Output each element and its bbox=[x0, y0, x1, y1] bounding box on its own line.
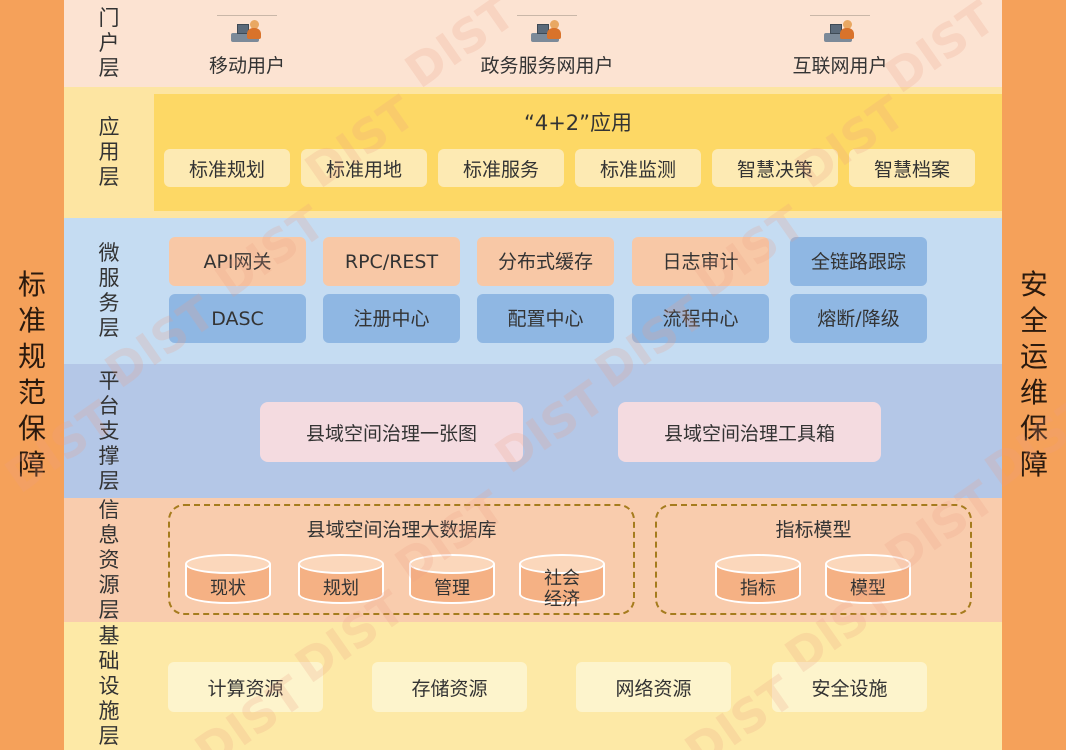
microservice-layer: 微服务层 API网关 RPC/REST 分布式缓存 日志审计 全链路跟踪 DAS… bbox=[64, 218, 1002, 364]
right-side-label: 安全运维保障 bbox=[1019, 268, 1048, 481]
app-item: 智慧决策 bbox=[712, 149, 838, 187]
infrastructure-item: 计算资源 bbox=[168, 662, 323, 712]
user-computer-icon bbox=[217, 10, 277, 48]
left-side-label: 标准规范保障 bbox=[17, 268, 46, 481]
database-cylinder: 管理 bbox=[409, 554, 495, 610]
portal-user-mobile: 移动用户 bbox=[177, 10, 317, 78]
big-database-group: 县域空间治理大数据库 现状 规划 管理 社会经济 bbox=[168, 504, 635, 615]
database-cylinder-label: 管理 bbox=[434, 578, 470, 599]
database-cylinder: 指标 bbox=[715, 554, 801, 610]
user-computer-icon bbox=[517, 10, 577, 48]
infrastructure-item: 存储资源 bbox=[372, 662, 527, 712]
database-cylinder-label: 规划 bbox=[323, 578, 359, 599]
application-title: “4+2”应用 bbox=[523, 111, 633, 135]
microservice-layer-label: 微服务层 bbox=[98, 241, 120, 340]
indicator-model-title: 指标模型 bbox=[775, 519, 852, 541]
right-side-column: 安全运维保障 bbox=[1002, 0, 1066, 750]
indicator-model-group: 指标模型 指标 模型 bbox=[655, 504, 972, 615]
infrastructure-item: 安全设施 bbox=[772, 662, 927, 712]
microservice-item: 日志审计 bbox=[632, 237, 769, 286]
microservice-item: 流程中心 bbox=[632, 294, 769, 343]
user-computer-icon bbox=[810, 10, 870, 48]
app-item: 标准规划 bbox=[164, 149, 290, 187]
platform-item: 县域空间治理一张图 bbox=[260, 402, 523, 462]
app-item: 标准监测 bbox=[575, 149, 701, 187]
app-item: 智慧档案 bbox=[849, 149, 975, 187]
big-database-title: 县域空间治理大数据库 bbox=[306, 519, 497, 541]
information-resource-layer: 信息资源层 县域空间治理大数据库 现状 规划 管理 社会经济 指标模型 指标 模… bbox=[64, 498, 1002, 622]
left-side-column: 标准规范保障 bbox=[0, 0, 64, 750]
microservice-item: API网关 bbox=[169, 237, 306, 286]
microservice-item: 注册中心 bbox=[323, 294, 460, 343]
database-cylinder-label: 社会经济 bbox=[544, 567, 580, 610]
portal-user-gov: 政务服务网用户 bbox=[477, 10, 617, 78]
portal-layer: 门户层 移动用户 政务服务网用户 互联网用户 bbox=[64, 0, 1002, 87]
platform-item: 县域空间治理工具箱 bbox=[618, 402, 881, 462]
portal-user-name: 移动用户 bbox=[208, 55, 285, 77]
application-layer-label: 应用层 bbox=[98, 115, 120, 189]
database-cylinder-label: 模型 bbox=[850, 578, 886, 599]
application-layer: 应用层 “4+2”应用 标准规划 标准用地 标准服务 标准监测 智慧决策 智慧档… bbox=[64, 87, 1002, 218]
platform-layer-label: 平台支撑层 bbox=[98, 368, 120, 493]
microservice-item: 熔断/降级 bbox=[790, 294, 927, 343]
information-layer-label: 信息资源层 bbox=[98, 497, 120, 622]
portal-layer-label: 门户层 bbox=[98, 6, 120, 80]
infrastructure-item: 网络资源 bbox=[576, 662, 731, 712]
database-cylinder: 现状 bbox=[185, 554, 271, 610]
portal-user-name: 政务服务网用户 bbox=[480, 55, 614, 77]
app-item: 标准服务 bbox=[438, 149, 564, 187]
database-cylinder: 社会经济 bbox=[519, 554, 605, 610]
microservice-item: 分布式缓存 bbox=[477, 237, 614, 286]
application-panel: “4+2”应用 标准规划 标准用地 标准服务 标准监测 智慧决策 智慧档案 bbox=[154, 94, 1002, 211]
database-cylinder: 规划 bbox=[298, 554, 384, 610]
database-cylinder-label: 指标 bbox=[740, 578, 776, 599]
infrastructure-layer-label: 基础设施层 bbox=[98, 623, 120, 748]
app-item: 标准用地 bbox=[301, 149, 427, 187]
microservice-item: 配置中心 bbox=[477, 294, 614, 343]
portal-user-name: 互联网用户 bbox=[792, 55, 888, 77]
infrastructure-layer: 基础设施层 计算资源 存储资源 网络资源 安全设施 bbox=[64, 622, 1002, 750]
microservice-item: RPC/REST bbox=[323, 237, 460, 286]
database-cylinder: 模型 bbox=[825, 554, 911, 610]
portal-user-internet: 互联网用户 bbox=[770, 10, 910, 78]
microservice-item: 全链路跟踪 bbox=[790, 237, 927, 286]
microservice-item: DASC bbox=[169, 294, 306, 343]
database-cylinder-label: 现状 bbox=[210, 578, 246, 599]
platform-layer: 平台支撑层 县域空间治理一张图 县域空间治理工具箱 bbox=[64, 364, 1002, 498]
